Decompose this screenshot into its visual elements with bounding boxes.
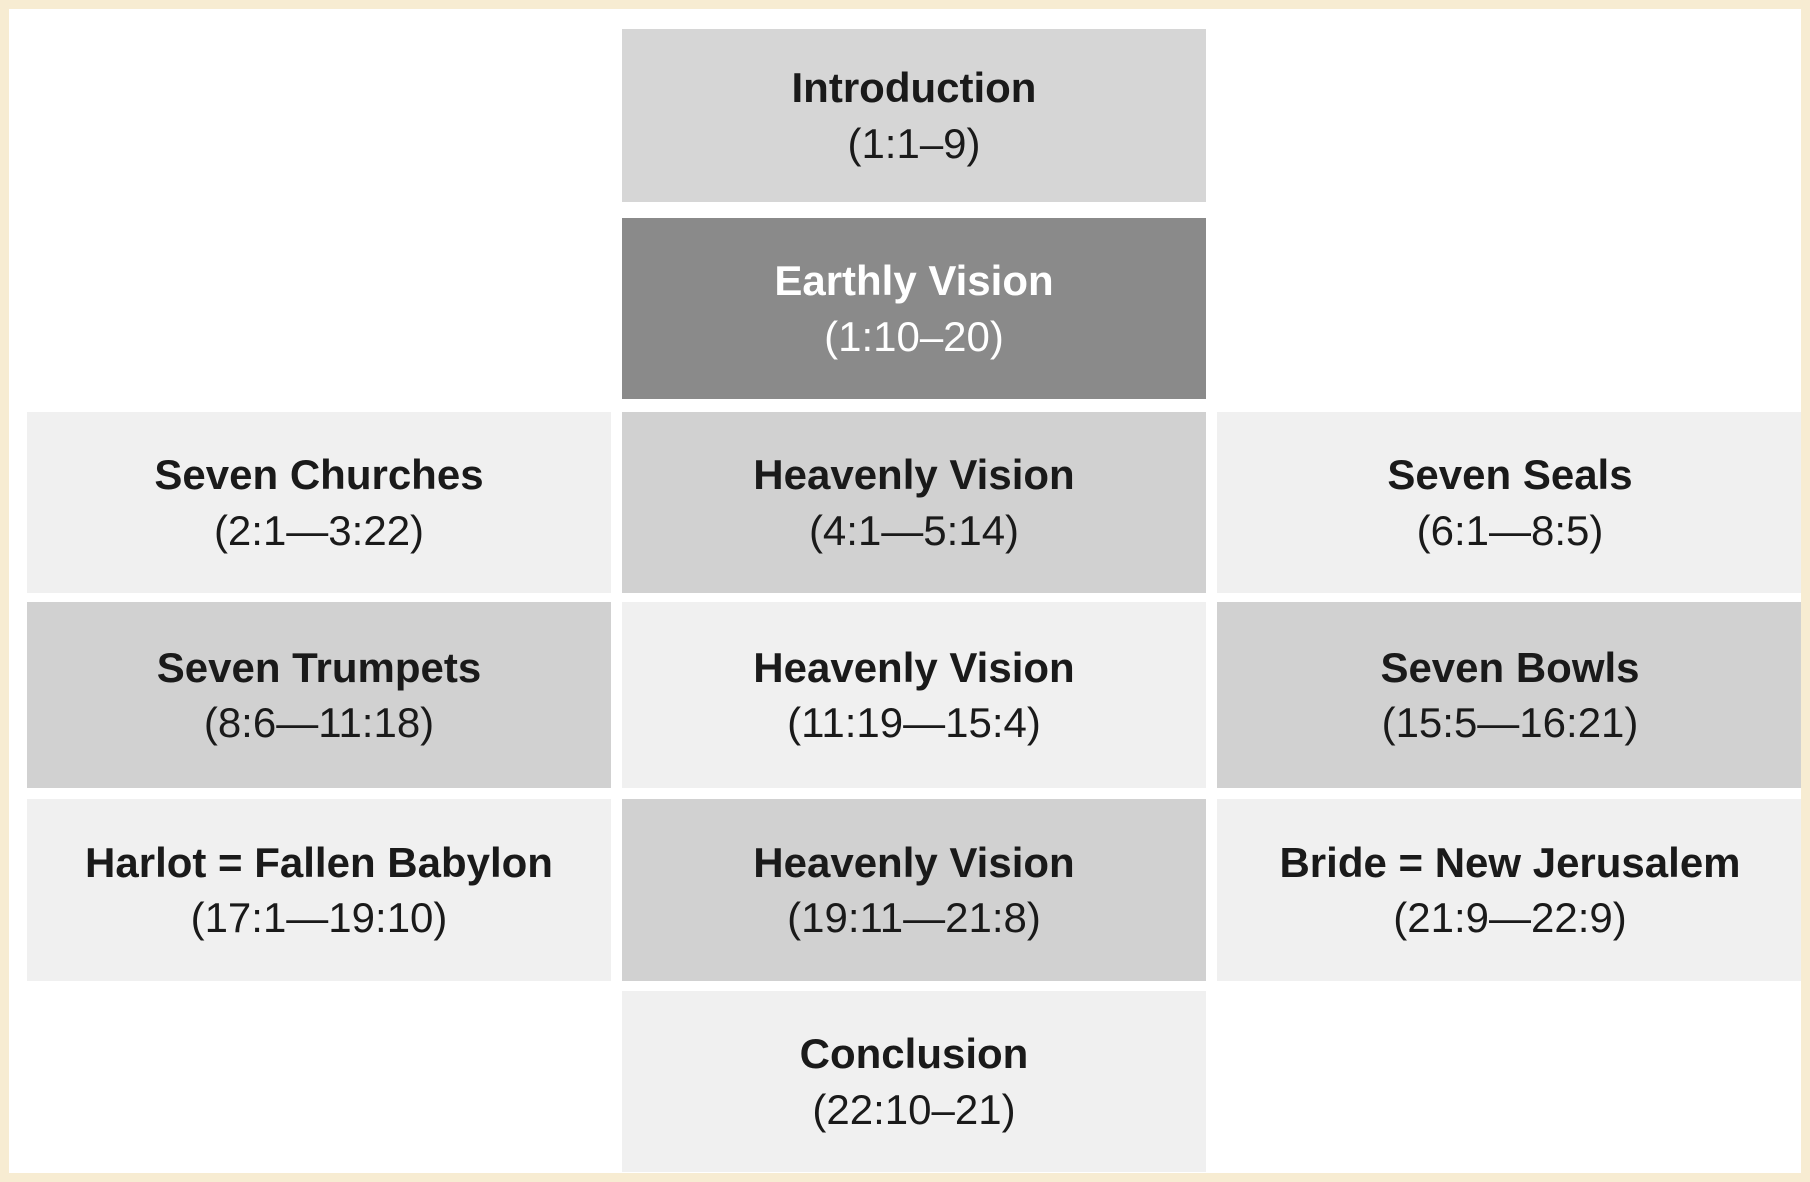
- box-reference: (8:6—11:18): [203, 699, 435, 746]
- box-label: Introduction: [791, 64, 1037, 112]
- box-bride-new-jerusalem: Bride = New Jerusalem (21:9—22:9): [1217, 799, 1801, 981]
- box-reference: (6:1—8:5): [1416, 506, 1604, 554]
- box-reference: (2:1—3:22): [213, 506, 425, 554]
- box-reference: (1:10–20): [824, 312, 1004, 360]
- box-label: Seven Bowls: [1380, 643, 1640, 691]
- box-reference: (15:5—16:21): [1381, 699, 1639, 746]
- box-reference: (19:11—21:8): [787, 894, 1041, 941]
- box-label: Conclusion: [799, 1030, 1029, 1078]
- box-label: Bride = New Jerusalem: [1279, 838, 1741, 886]
- box-label: Heavenly Vision: [753, 643, 1075, 691]
- box-label: Seven Churches: [154, 451, 484, 499]
- box-label: Seven Trumpets: [156, 643, 482, 691]
- box-reference: (1:1–9): [847, 119, 981, 167]
- box-heavenly-vision-1: Heavenly Vision (4:1—5:14): [622, 412, 1206, 593]
- box-reference: (21:9—22:9): [1393, 894, 1627, 941]
- box-reference: (22:10–21): [812, 1085, 1016, 1133]
- box-earthly-vision: Earthly Vision (1:10–20): [622, 218, 1206, 399]
- box-seven-trumpets: Seven Trumpets (8:6—11:18): [27, 602, 611, 788]
- box-heavenly-vision-3: Heavenly Vision (19:11—21:8): [622, 799, 1206, 981]
- box-harlot-fallen-babylon: Harlot = Fallen Babylon (17:1—19:10): [27, 799, 611, 981]
- box-reference: (11:19—15:4): [787, 699, 1041, 746]
- box-label: Earthly Vision: [774, 257, 1054, 305]
- box-label: Heavenly Vision: [753, 451, 1075, 499]
- box-heavenly-vision-2: Heavenly Vision (11:19—15:4): [622, 602, 1206, 788]
- box-reference: (17:1—19:10): [190, 894, 448, 941]
- box-label: Harlot = Fallen Babylon: [85, 838, 553, 886]
- box-seven-bowls: Seven Bowls (15:5—16:21): [1217, 602, 1801, 788]
- box-reference: (4:1—5:14): [808, 506, 1020, 554]
- box-introduction: Introduction (1:1–9): [622, 29, 1206, 202]
- box-seven-churches: Seven Churches (2:1—3:22): [27, 412, 611, 593]
- box-conclusion: Conclusion (22:10–21): [622, 991, 1206, 1172]
- box-label: Heavenly Vision: [753, 838, 1075, 886]
- box-seven-seals: Seven Seals (6:1—8:5): [1217, 412, 1801, 593]
- box-label: Seven Seals: [1387, 451, 1633, 499]
